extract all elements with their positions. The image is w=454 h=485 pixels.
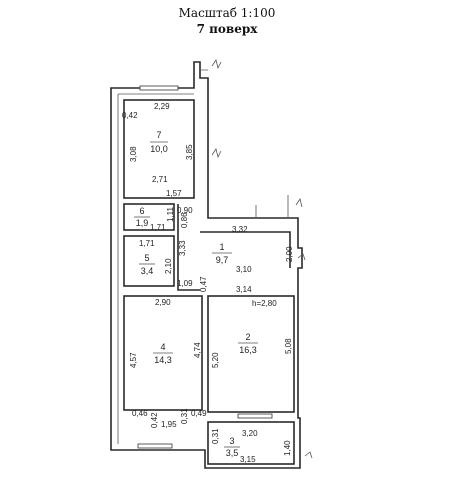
dim-r4-b1: 0,46 xyxy=(132,409,148,418)
room-2-area: 16,3 xyxy=(239,345,257,355)
interior-walls xyxy=(123,99,295,465)
room-2: 2 16,3 xyxy=(238,332,258,355)
room-3-number: 3 xyxy=(229,436,234,446)
room-4-area: 14,3 xyxy=(154,355,172,365)
window-room-7 xyxy=(139,85,179,91)
room-7: 7 10,0 xyxy=(150,130,168,154)
dim-r7-bottom: 2,71 xyxy=(152,175,168,184)
dim-r4-left: 4,57 xyxy=(129,352,138,368)
scale-label: Масштаб 1:100 xyxy=(178,6,276,20)
dim-r5-bottom-right: 0,47 xyxy=(199,276,208,292)
dim-r6-right2: 0,86 xyxy=(180,212,189,228)
dim-r2-top: 3,14 xyxy=(236,285,252,294)
dim-r5-right: 2,10 xyxy=(164,258,173,274)
outer-walls xyxy=(110,59,313,469)
floor-label: 7 поверх xyxy=(196,22,258,36)
dim-r4-top: 2,90 xyxy=(155,298,171,307)
dim-r7-left-small: 0,42 xyxy=(122,111,138,120)
room-7-number: 7 xyxy=(156,130,161,140)
dim-r7-right: 3,85 xyxy=(185,144,194,160)
dimension-labels: 2,29 0,42 3,08 3,85 2,71 1,57 0,90 1,11 … xyxy=(122,102,294,464)
room-2-number: 2 xyxy=(245,332,250,342)
window-room-2 xyxy=(237,413,273,419)
dim-r3-top: 3,20 xyxy=(242,429,258,438)
dim-r1-bottom: 3,10 xyxy=(236,265,252,274)
room-6-area: 1,9 xyxy=(136,218,149,228)
dim-r7-top: 2,29 xyxy=(154,102,170,111)
room-1-area: 9,7 xyxy=(216,255,229,265)
room-5-number: 5 xyxy=(144,253,149,263)
dim-r7-left: 3,08 xyxy=(129,146,138,162)
dim-r2-left: 5,20 xyxy=(211,352,220,368)
dim-r4-b5: 0,49 xyxy=(191,409,207,418)
dim-r1-right: 2,00 xyxy=(285,246,294,262)
dim-r3-right: 1,40 xyxy=(283,440,292,456)
dim-r6-right-top: 0,90 xyxy=(177,206,193,215)
dim-r6-bottom: 1,71 xyxy=(150,223,166,232)
room-5: 5 3,4 xyxy=(139,253,155,276)
room-6: 6 1,9 xyxy=(134,206,150,228)
dim-r5-bottom: 1,09 xyxy=(177,279,193,288)
dim-r4-b2: 0,42 xyxy=(150,412,159,428)
room-7-area: 10,0 xyxy=(150,144,168,154)
dim-r2-right: 5,08 xyxy=(284,338,293,354)
dim-r6-right: 1,11 xyxy=(166,206,175,222)
ceiling-height: h=2,80 xyxy=(252,299,277,308)
room-4-number: 4 xyxy=(160,342,165,352)
room-5-area: 3,4 xyxy=(141,266,154,276)
dim-r5-left: 3,33 xyxy=(178,240,187,256)
room-1-number: 1 xyxy=(219,242,224,252)
dim-r4-b3: 1,95 xyxy=(161,420,177,429)
dim-r7-below: 1,57 xyxy=(166,189,182,198)
room-4: 4 14,3 xyxy=(153,342,173,365)
dim-r3-bottom: 3,15 xyxy=(240,455,256,464)
dim-r4-right: 4,74 xyxy=(193,342,202,358)
dim-r3-left: 0,31 xyxy=(211,428,220,444)
room-6-number: 6 xyxy=(139,206,144,216)
window-room-4 xyxy=(137,443,173,449)
dim-r4-b4: 0,31 xyxy=(180,408,189,424)
dim-r1-top: 3,32 xyxy=(232,225,248,234)
room-3-area: 3,5 xyxy=(226,448,239,458)
room-1: 1 9,7 xyxy=(212,242,232,265)
dim-r5-top: 1,71 xyxy=(139,239,155,248)
room-3: 3 3,5 xyxy=(224,436,240,458)
